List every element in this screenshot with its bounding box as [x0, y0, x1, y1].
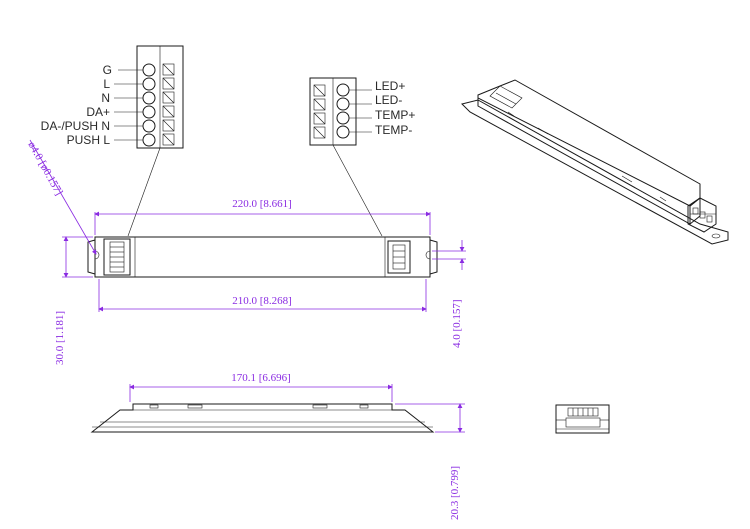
pin-label-da-minus-push-n: DA-/PUSH N	[41, 119, 110, 133]
end-view	[555, 404, 610, 434]
input-connector-terminals	[142, 63, 175, 147]
dim-height: 20.3 [0.799]	[449, 466, 461, 520]
pin-label-da-plus: DA+	[86, 105, 110, 119]
pin-label-led-minus: LED-	[375, 93, 402, 107]
dim-cover-length: 170.1 [6.696]	[231, 372, 291, 384]
input-connector-detail: G L N DA+ DA-/PUSH N PUSH L	[41, 45, 184, 237]
pin-label-l: L	[103, 77, 110, 91]
dim-hole-offset: 4.0 [0.157]	[451, 299, 463, 348]
plan-view	[87, 236, 438, 278]
side-view	[90, 403, 435, 433]
pin-label-push-l: PUSH L	[67, 133, 111, 147]
plan-dimensions: 220.0 [8.661] 210.0 [8.268] 30.0 [1.181]…	[25, 140, 466, 365]
plan-right-terminal	[387, 240, 411, 274]
pin-label-temp-minus: TEMP-	[375, 123, 412, 137]
pin-label-n: N	[101, 91, 110, 105]
side-dimensions: 170.1 [6.696] 20.3 [0.799]	[129, 372, 465, 520]
isometric-view	[461, 79, 729, 245]
output-connector-detail: LED+ LED- TEMP+ TEMP-	[309, 77, 415, 237]
dim-overall-length: 220.0 [8.661]	[232, 198, 292, 210]
dim-hole-diameter: ø4.0 [ø0.157]	[25, 140, 64, 198]
dim-hole-spacing: 210.0 [8.268]	[232, 295, 292, 307]
pin-label-temp-plus: TEMP+	[375, 108, 415, 122]
dim-width: 30.0 [1.181]	[54, 311, 66, 365]
pin-label-g: G	[103, 63, 112, 77]
plan-left-terminal	[103, 238, 131, 276]
pin-label-led-plus: LED+	[375, 79, 405, 93]
